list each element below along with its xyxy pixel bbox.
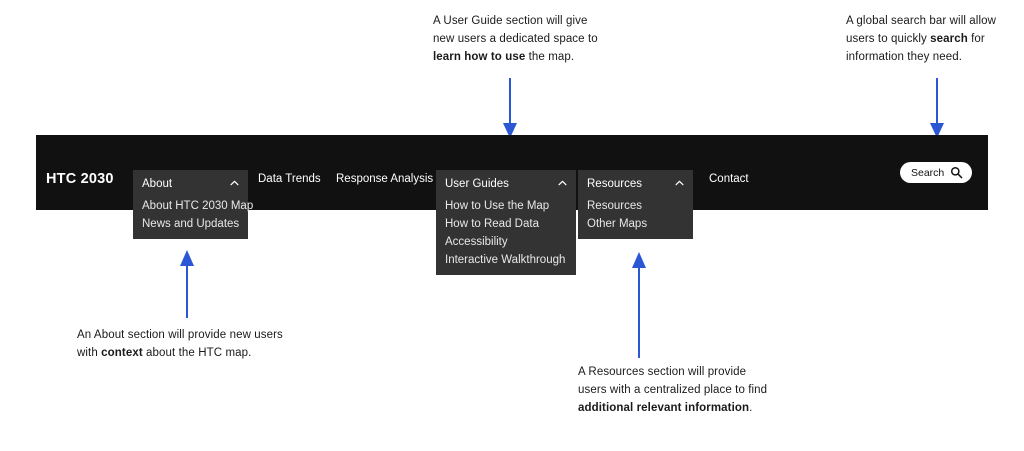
note-line: new users a dedicated space to [433, 32, 598, 45]
note-line: learn how to use the map. [433, 50, 575, 63]
menu-about: About About HTC 2030 Map News and Update… [133, 170, 254, 239]
search-note: A global search bar will allow users to … [846, 13, 1024, 66]
resources-note: A Resources section will provide users w… [578, 364, 828, 417]
about-note: An About section will provide new users … [77, 327, 337, 363]
nav-item-contact[interactable]: Contact [709, 173, 749, 185]
note-line: A Resources section will provide [578, 366, 747, 378]
note-line: users with a centralized place to find [578, 383, 768, 396]
user-guides-note: A User Guide section will give new users… [433, 13, 648, 66]
note-line: with context about the HTC map. [77, 346, 252, 359]
arrow-search [930, 78, 944, 138]
chevron-up-icon [675, 180, 684, 186]
nav-item-data-trends[interactable]: Data Trends [258, 173, 321, 185]
menu-item[interactable]: How to Read Data [445, 218, 539, 230]
menu-about-header[interactable]: About [133, 170, 248, 197]
arrow-user-guides [503, 78, 517, 138]
menu-item[interactable]: Other Maps [587, 218, 648, 230]
magnifier-icon [950, 166, 963, 179]
menu-item[interactable]: News and Updates [142, 218, 240, 230]
menu-user-guides: User Guides How to Use the Map How to Re… [436, 170, 576, 275]
menu-item[interactable]: How to Use the Map [445, 200, 550, 212]
menu-resources-header[interactable]: Resources [578, 170, 693, 197]
note-line: users to quickly search for [846, 32, 985, 45]
menu-user-guides-list: How to Use the Map How to Read Data Acce… [436, 197, 576, 275]
menu-item[interactable]: Accessibility [445, 236, 508, 248]
note-line: A global search bar will allow [846, 15, 997, 27]
menu-user-guides-header[interactable]: User Guides [436, 170, 576, 197]
search-button[interactable]: Search [900, 162, 972, 183]
menu-resources-list: Resources Other Maps [578, 197, 693, 239]
chevron-up-icon [558, 180, 567, 186]
menu-item[interactable]: Resources [587, 200, 642, 212]
menu-item[interactable]: About HTC 2030 Map [142, 200, 254, 212]
menu-about-label: About [142, 178, 173, 190]
arrow-resources [632, 252, 646, 358]
menu-user-guides-label: User Guides [445, 178, 509, 190]
brand-logo[interactable]: HTC 2030 [46, 171, 114, 187]
arrow-about [180, 250, 194, 318]
chevron-up-icon [230, 180, 239, 186]
menu-resources-label: Resources [587, 178, 642, 190]
note-line: information they need. [846, 50, 962, 63]
search-label: Search [911, 167, 945, 179]
note-line: An About section will provide new users [77, 329, 283, 341]
menu-about-list: About HTC 2030 Map News and Updates [133, 197, 254, 239]
menu-resources: Resources Resources Other Maps [578, 170, 693, 239]
nav-item-response-analysis[interactable]: Response Analysis [336, 173, 434, 185]
menu-item[interactable]: Interactive Walkthrough [445, 254, 566, 266]
note-line: additional relevant information. [578, 401, 753, 414]
note-line: A User Guide section will give [433, 15, 588, 27]
